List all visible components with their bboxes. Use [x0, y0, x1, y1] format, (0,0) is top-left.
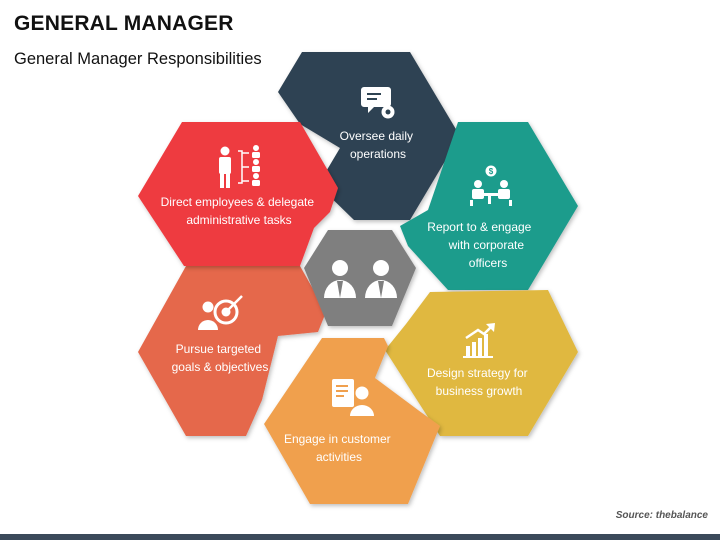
hex-report: $ Report to & engage with corporate offi… [400, 122, 578, 290]
source-credit: Source: thebalance [615, 510, 708, 521]
label-report: Report to & engage with corporate office… [427, 220, 534, 270]
hex-pursue: Pursue targeted goals & objectives [138, 266, 326, 436]
label-engage: Engage in customer activities [284, 432, 394, 464]
customer-checklist-icon [332, 379, 374, 416]
label-direct: Direct employees & delegate administrati… [161, 195, 318, 227]
meeting-dollar-icon: $ [470, 165, 512, 206]
business-people-icon [324, 260, 397, 298]
svg-text:$: $ [489, 167, 494, 176]
page-title: GENERAL MANAGER [14, 12, 234, 35]
hex-design: Design strategy for business growth [385, 290, 578, 436]
chat-gear-icon [361, 87, 395, 119]
center-hex [304, 230, 416, 326]
target-person-icon [198, 295, 243, 330]
hierarchy-people-icon [219, 145, 260, 188]
bottom-accent-bar [0, 534, 720, 540]
growth-chart-icon [463, 323, 495, 358]
label-oversee: Oversee daily operations [340, 129, 417, 161]
hex-direct: Direct employees & delegate administrati… [138, 122, 338, 266]
label-pursue: Pursue targeted goals & objectives [172, 342, 269, 374]
label-design: Design strategy for business growth [427, 366, 531, 398]
hex-engage: Engage in customer activities [264, 338, 440, 504]
page-subtitle: General Manager Responsibilities [14, 50, 262, 68]
